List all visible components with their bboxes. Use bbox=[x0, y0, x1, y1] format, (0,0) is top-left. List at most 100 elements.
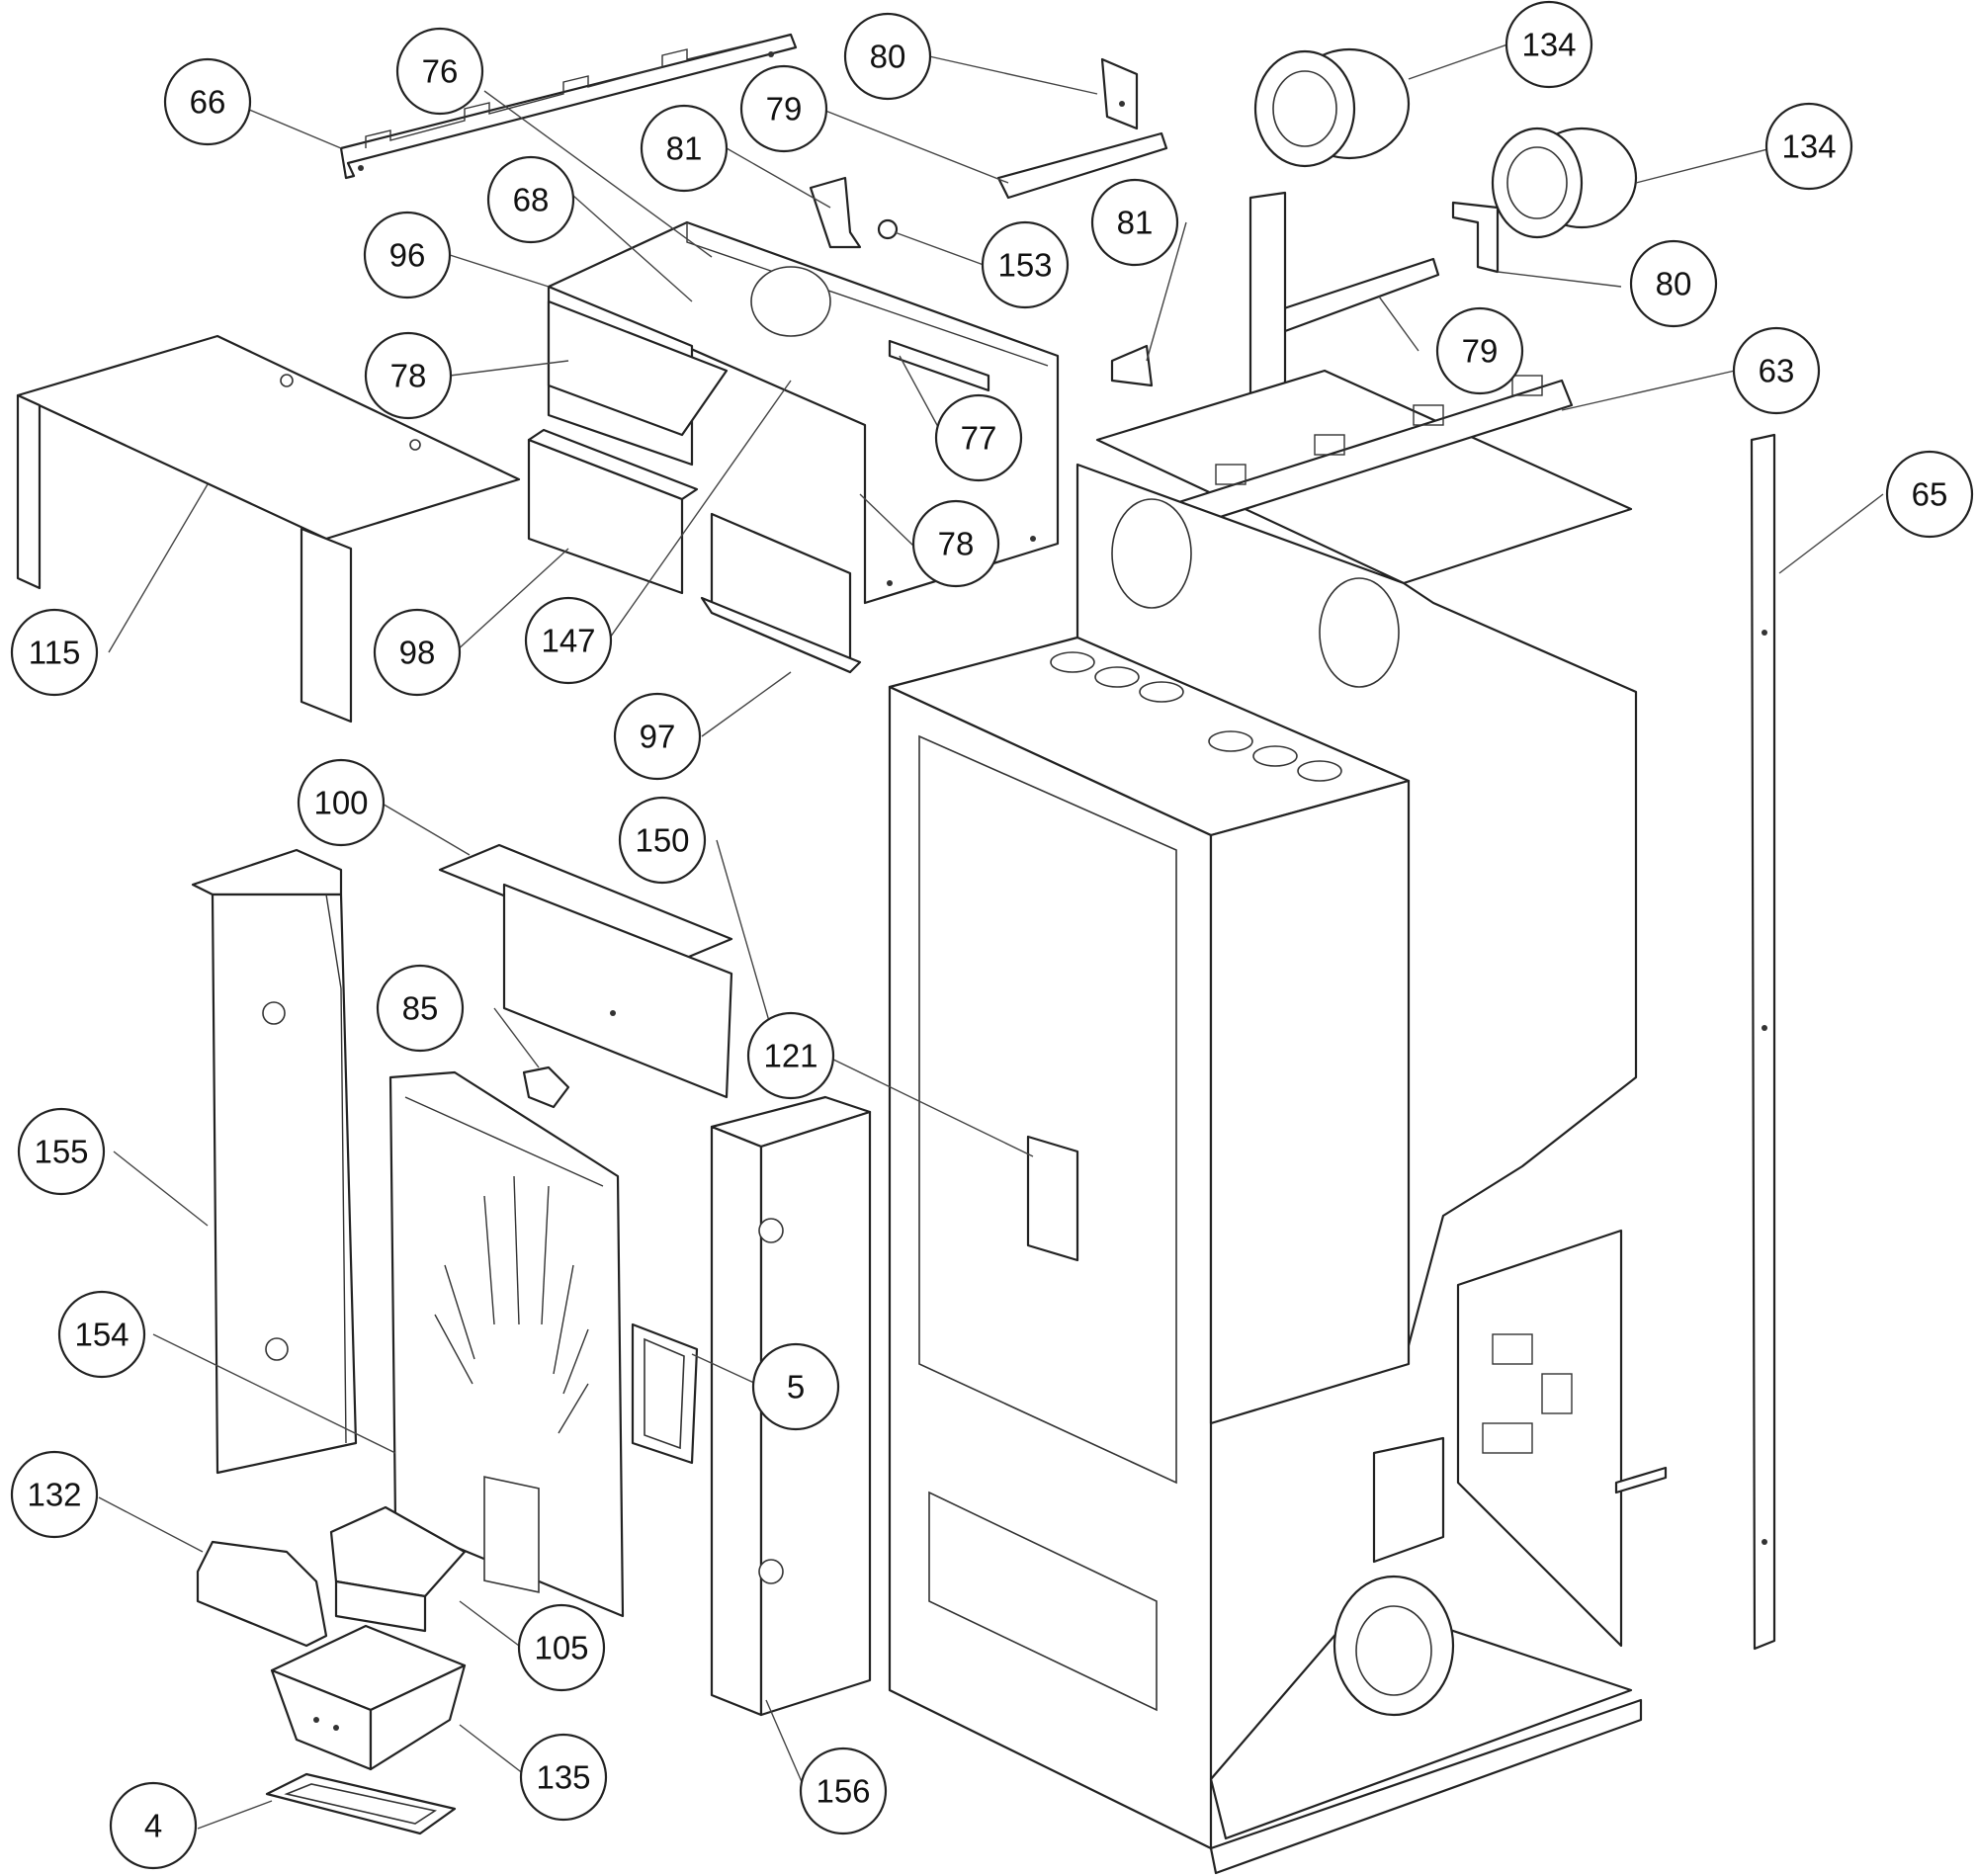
callout-105: 105 bbox=[517, 1603, 606, 1692]
callout-147: 147 bbox=[524, 596, 613, 685]
part-98-tray bbox=[527, 428, 699, 595]
svg-text:147: 147 bbox=[541, 623, 595, 659]
callout-68: 68 bbox=[486, 155, 575, 244]
svg-text:150: 150 bbox=[635, 822, 689, 859]
svg-text:65: 65 bbox=[1912, 476, 1948, 513]
part-155-left-panel bbox=[191, 848, 358, 1475]
svg-text:98: 98 bbox=[399, 635, 436, 671]
part-65-vertical-strip bbox=[1750, 433, 1776, 1651]
svg-text:81: 81 bbox=[666, 130, 703, 167]
svg-text:63: 63 bbox=[1759, 353, 1795, 389]
part-134-flange-top bbox=[1253, 47, 1411, 168]
svg-text:79: 79 bbox=[766, 91, 803, 128]
svg-text:135: 135 bbox=[536, 1759, 590, 1796]
svg-text:5: 5 bbox=[787, 1369, 805, 1406]
callout-85: 85 bbox=[376, 964, 465, 1053]
svg-text:78: 78 bbox=[390, 358, 427, 394]
svg-text:76: 76 bbox=[422, 53, 459, 90]
callout-97: 97 bbox=[613, 692, 702, 781]
callout-76: 76 bbox=[395, 27, 484, 116]
svg-text:97: 97 bbox=[640, 719, 676, 755]
callout-78-top: 78 bbox=[364, 331, 453, 420]
main-stove-frame bbox=[888, 636, 1411, 1850]
svg-text:78: 78 bbox=[938, 526, 975, 562]
fan-housing bbox=[1332, 1575, 1455, 1717]
callout-80-top: 80 bbox=[843, 12, 932, 101]
svg-text:115: 115 bbox=[29, 635, 81, 671]
callout-80-right: 80 bbox=[1629, 239, 1718, 328]
part-85-latch bbox=[522, 1066, 570, 1109]
leader-lines bbox=[98, 43, 1884, 1830]
callout-150: 150 bbox=[618, 796, 707, 885]
callout-156: 156 bbox=[799, 1747, 888, 1835]
callout-81-right: 81 bbox=[1090, 178, 1179, 267]
svg-text:77: 77 bbox=[961, 420, 997, 457]
part-79-rod-top bbox=[996, 131, 1168, 200]
side-inspection-panel bbox=[1372, 1436, 1445, 1564]
part-134-flange-right bbox=[1491, 127, 1638, 239]
callout-66: 66 bbox=[163, 57, 252, 146]
svg-text:80: 80 bbox=[1656, 266, 1692, 302]
svg-text:134: 134 bbox=[1521, 27, 1576, 63]
callout-121: 121 bbox=[746, 1011, 835, 1100]
part-66-top-rail bbox=[339, 33, 798, 180]
callout-63: 63 bbox=[1732, 326, 1821, 415]
part-97-tray bbox=[700, 512, 862, 674]
callout-4: 4 bbox=[109, 1781, 198, 1870]
svg-text:85: 85 bbox=[402, 990, 439, 1027]
svg-text:80: 80 bbox=[870, 39, 906, 75]
svg-text:134: 134 bbox=[1781, 128, 1836, 165]
callout-153: 153 bbox=[981, 220, 1070, 309]
svg-text:121: 121 bbox=[763, 1038, 817, 1074]
callout-78-mid: 78 bbox=[911, 499, 1000, 588]
callout-132: 132 bbox=[10, 1450, 99, 1539]
callout-100: 100 bbox=[297, 758, 386, 847]
callout-135: 135 bbox=[519, 1733, 608, 1822]
svg-text:79: 79 bbox=[1462, 333, 1499, 370]
callout-134-top: 134 bbox=[1504, 0, 1593, 89]
part-132-bracket bbox=[196, 1540, 328, 1648]
part-135-burner-pot bbox=[270, 1624, 467, 1771]
part-153-screw bbox=[877, 218, 899, 240]
part-78-baffle-plate bbox=[547, 299, 729, 437]
svg-text:153: 153 bbox=[997, 247, 1052, 284]
part-4-gasket bbox=[265, 1772, 457, 1835]
svg-text:100: 100 bbox=[313, 785, 368, 821]
part-81-bracket-top bbox=[809, 176, 862, 249]
callout-81-top: 81 bbox=[640, 104, 729, 193]
callout-96: 96 bbox=[363, 211, 452, 299]
callout-98: 98 bbox=[373, 608, 462, 697]
svg-text:81: 81 bbox=[1117, 205, 1154, 241]
part-105-bracket bbox=[329, 1505, 467, 1633]
callout-5: 5 bbox=[751, 1342, 840, 1431]
svg-text:66: 66 bbox=[190, 84, 226, 121]
callout-154: 154 bbox=[57, 1290, 146, 1379]
svg-text:96: 96 bbox=[389, 237, 426, 274]
callout-115: 115 bbox=[10, 608, 99, 697]
callout-65: 65 bbox=[1885, 450, 1974, 539]
part-115-top-cover bbox=[16, 334, 521, 724]
svg-text:154: 154 bbox=[74, 1317, 129, 1353]
part-154-door-panel bbox=[388, 1070, 625, 1618]
part-63-top-frame bbox=[1095, 369, 1633, 585]
part-80-bracket-top bbox=[1100, 57, 1139, 130]
control-board bbox=[1456, 1229, 1623, 1648]
svg-text:105: 105 bbox=[534, 1630, 588, 1666]
svg-text:132: 132 bbox=[27, 1477, 81, 1513]
callout-79-right: 79 bbox=[1435, 306, 1524, 395]
callout-155: 155 bbox=[17, 1107, 106, 1196]
part-5-window-gasket bbox=[631, 1322, 699, 1465]
part-79-rod-right bbox=[1273, 257, 1440, 333]
base-tray bbox=[1209, 1599, 1643, 1875]
igniter bbox=[1614, 1466, 1668, 1494]
part-100-cover bbox=[438, 843, 733, 1099]
callout-79-top: 79 bbox=[739, 64, 828, 153]
svg-text:156: 156 bbox=[816, 1773, 870, 1810]
svg-text:4: 4 bbox=[144, 1808, 162, 1844]
svg-text:68: 68 bbox=[513, 182, 550, 218]
part-81-bracket-right bbox=[1110, 344, 1154, 387]
callout-77: 77 bbox=[934, 393, 1023, 482]
part-80-bracket-right bbox=[1451, 201, 1500, 274]
svg-text:155: 155 bbox=[34, 1134, 88, 1170]
callout-134-right: 134 bbox=[1764, 102, 1853, 191]
